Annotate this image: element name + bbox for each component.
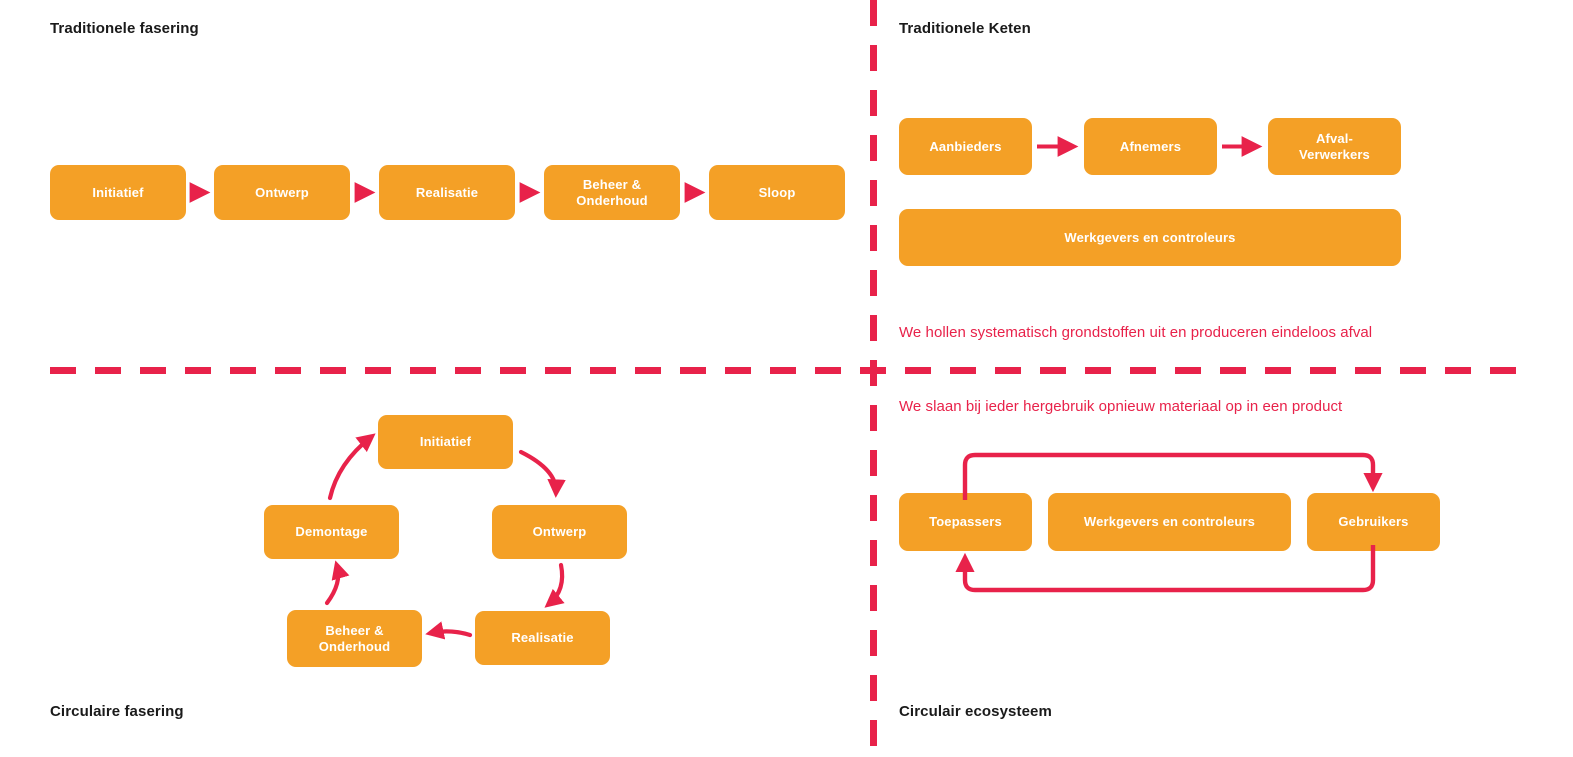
flow-box-label: Beheer & Onderhoud [576,176,648,208]
vertical-dashed-divider-icon [870,0,877,757]
curved-arrow-icon [324,560,350,606]
eco-box-label: Toepassers [929,514,1002,530]
bottom-left-title: Circulaire fasering [50,703,184,720]
cycle-box-label: Realisatie [511,630,574,646]
chain-box-label: Afval- Verwerkers [1299,130,1370,162]
cycle-box-label: Ontwerp [532,524,587,540]
eco-box-label: Gebruikers [1338,514,1409,530]
chain-bar-werkgevers-controleurs[interactable]: Werkgevers en controleurs [899,209,1401,266]
flow-box-initiatief[interactable]: Initiatief [50,165,186,220]
cycle-box-beheer-onderhoud[interactable]: Beheer & Onderhoud [287,610,422,667]
cycle-box-demontage[interactable]: Demontage [264,505,399,559]
curved-arrow-icon [518,449,566,498]
bottom-right-title: Circulair ecosysteem [899,703,1052,720]
cycle-box-initiatief[interactable]: Initiatief [378,415,513,469]
chain-box-aanbieders[interactable]: Aanbieders [899,118,1032,175]
top-right-title: Traditionele Keten [899,20,1031,37]
chain-box-label: Afnemers [1119,138,1182,154]
flow-box-label: Sloop [758,184,796,200]
cycle-box-ontwerp[interactable]: Ontwerp [492,505,627,559]
cycle-box-label: Beheer & Onderhoud [318,622,391,654]
eco-box-gebruikers[interactable]: Gebruikers [1307,493,1440,551]
horizontal-dashed-divider-icon [50,367,1530,374]
flow-box-ontwerp[interactable]: Ontwerp [214,165,350,220]
curved-arrow-icon [327,433,376,501]
flow-box-label: Ontwerp [255,184,309,200]
flow-box-realisatie[interactable]: Realisatie [379,165,515,220]
chain-box-afnemers[interactable]: Afnemers [1084,118,1217,175]
bottom-right-caption: We slaan bij ieder hergebruik opnieuw ma… [899,398,1343,415]
top-left-title: Traditionele fasering [50,20,199,37]
flow-box-sloop[interactable]: Sloop [709,165,845,220]
curved-arrow-icon [544,562,565,608]
eco-box-werkgevers-controleurs[interactable]: Werkgevers en controleurs [1048,493,1291,551]
cycle-box-label: Demontage [295,524,368,540]
cycle-box-realisatie[interactable]: Realisatie [475,611,610,665]
flow-box-label: Initiatief [92,184,144,200]
chain-box-label: Aanbieders [929,138,1002,154]
top-right-caption: We hollen systematisch grondstoffen uit … [899,324,1373,341]
eco-box-label: Werkgevers en controleurs [1083,514,1256,530]
chain-box-afval-verwerkers[interactable]: Afval- Verwerkers [1268,118,1401,175]
eco-box-toepassers[interactable]: Toepassers [899,493,1032,551]
cycle-box-label: Initiatief [419,434,472,450]
flow-box-beheer-onderhoud[interactable]: Beheer & Onderhoud [544,165,680,220]
curved-arrow-icon [425,621,473,640]
flow-box-label: Realisatie [415,184,479,200]
chain-bar-label: Werkgevers en controleurs [1064,229,1236,245]
loop-arrow-bottom-icon [955,545,1376,593]
